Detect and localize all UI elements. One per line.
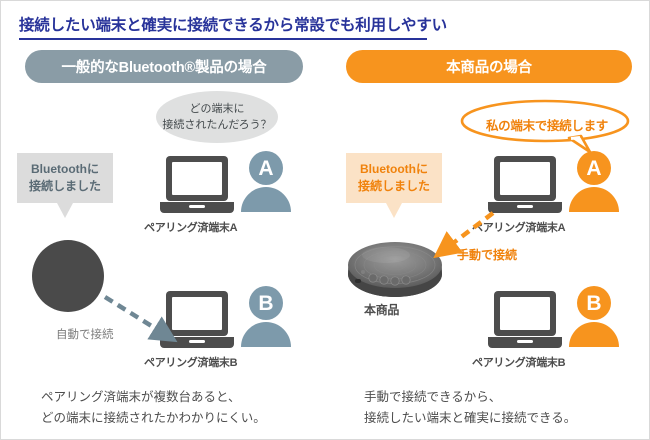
speakerphone-shape — [348, 242, 442, 297]
auto-connect-arrow — [103, 295, 178, 343]
page-title: 接続したい端末と確実に接続できるから常設でも利用しやすい — [19, 17, 447, 34]
avatar-body — [569, 322, 619, 347]
avatar-body — [241, 187, 291, 212]
laptop-screen — [500, 297, 550, 330]
laptop-trackpad — [517, 205, 533, 208]
thought-bubble-line2: 接続されたんだろう？ — [162, 119, 272, 131]
callout-right: Bluetoothに 接続しました — [346, 153, 442, 218]
generic-bluetooth-device — [32, 240, 104, 312]
callout-left-line2: 接続しました — [28, 179, 101, 194]
panel-header-right: 本商品の場合 — [346, 50, 632, 83]
avatar-body — [569, 187, 619, 212]
title-underline — [19, 38, 427, 40]
thought-bubble-left: どの端末に 接続されたんだろう？ — [156, 91, 278, 143]
product-label: 本商品 — [364, 303, 400, 317]
laptop-trackpad — [189, 205, 205, 208]
callout-right-line1: Bluetoothに — [360, 162, 428, 176]
footer-caption-right: 手動で接続できるから、 接続したい端末と確実に接続できる。 — [364, 390, 577, 426]
speech-bubble-right: 私の端末で接続します — [459, 98, 635, 154]
avatar-head: A — [577, 151, 611, 185]
connection-label-left: 自動で接続 — [56, 329, 114, 341]
laptop-trackpad — [189, 340, 205, 343]
callout-right-line2: 接続しました — [357, 179, 430, 194]
callout-left-tail — [57, 202, 73, 218]
laptop-trackpad — [517, 340, 533, 343]
laptop-screen — [172, 162, 222, 195]
avatar-head: B — [249, 286, 283, 320]
speech-bubble-text: 私の端末で接続します — [485, 118, 608, 133]
thought-bubble-line1: どの端末に — [189, 102, 245, 115]
device-a-label-right: ペアリング済端末A — [472, 222, 566, 234]
avatar-body — [241, 322, 291, 347]
panel-header-left: 一般的なBluetooth®製品の場合 — [25, 50, 303, 83]
device-b-label-left: ペアリング済端末B — [144, 357, 238, 369]
connection-label-right: 手動で接続 — [457, 248, 518, 262]
laptop-screen — [172, 297, 222, 330]
device-b-label-right: ペアリング済端末B — [472, 357, 566, 369]
callout-right-tail — [386, 202, 402, 218]
device-a-label-left: ペアリング済端末A — [144, 222, 238, 234]
product-speakerphone — [346, 235, 444, 301]
avatar-head: B — [577, 286, 611, 320]
avatar-head: A — [249, 151, 283, 185]
speech-bubble-shape — [460, 99, 630, 154]
callout-left-line1: Bluetoothに — [31, 162, 99, 176]
footer-caption-left: ペアリング済端末が複数台あると、 どの端末に接続されたかわかりにくい。 — [41, 390, 266, 426]
laptop-screen — [500, 162, 550, 195]
callout-left: Bluetoothに 接続しました — [17, 153, 113, 218]
